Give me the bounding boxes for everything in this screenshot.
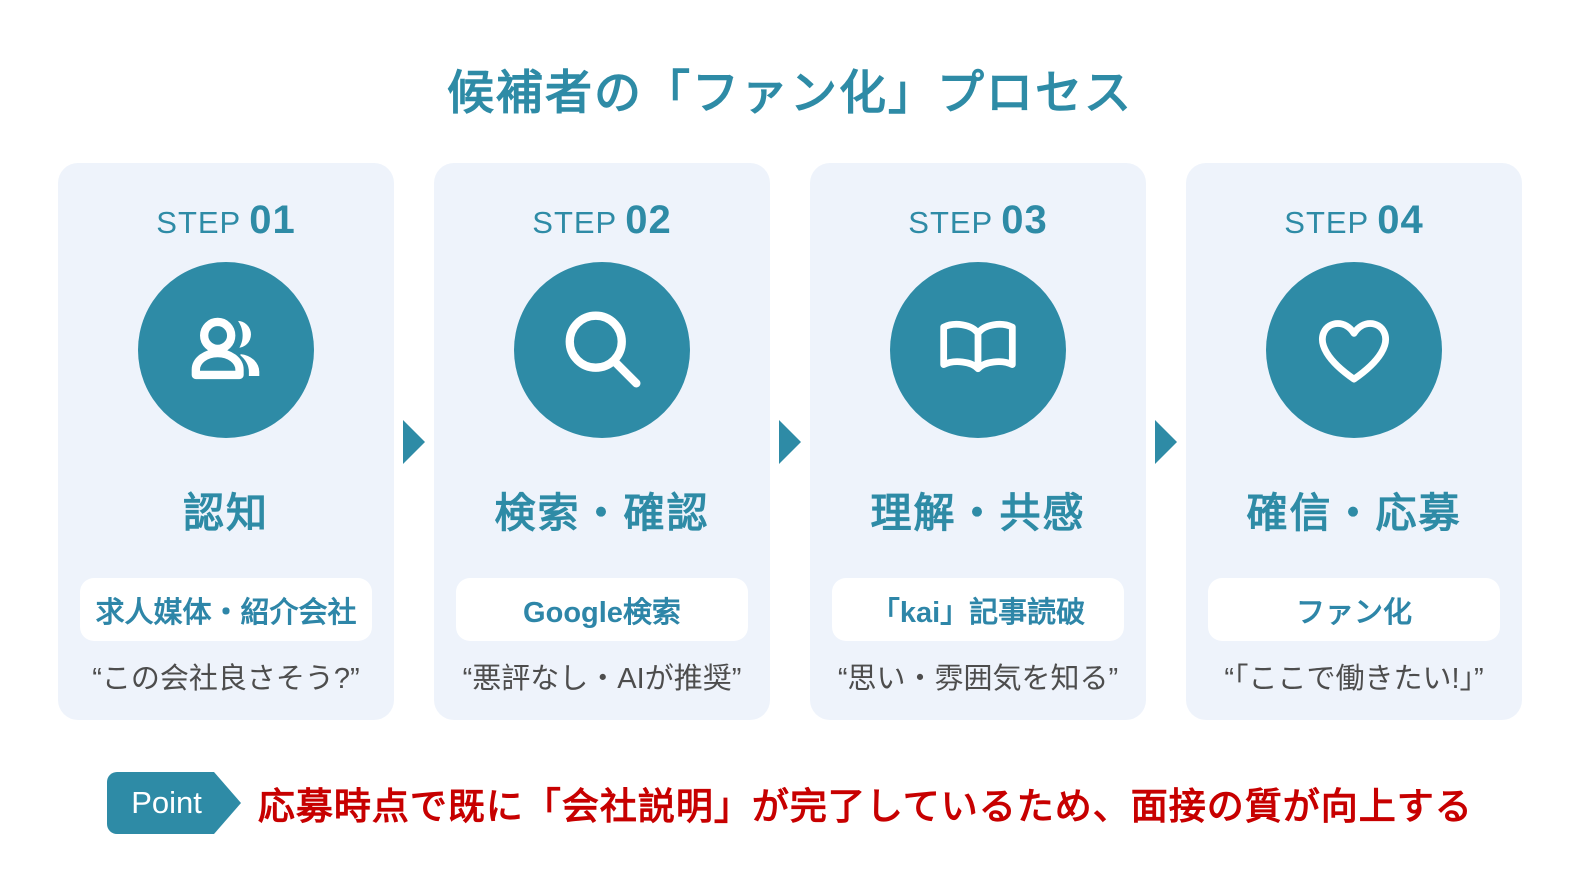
step-name-3: 理解・共感 [870, 490, 1086, 536]
step-quote-3: “思い・雰囲気を知る” [837, 663, 1119, 695]
search-icon [550, 298, 654, 402]
point-badge: Point [107, 772, 241, 834]
arrow-right-icon [779, 419, 801, 464]
step-number: 01 [249, 198, 296, 242]
step-quote-2: “悪評なし・AIが推奨” [462, 663, 742, 695]
step-icon-circle-3 [890, 262, 1066, 438]
step-badge-1: 求人媒体・紹介会社 [80, 578, 372, 641]
step-word: STEP [908, 205, 994, 240]
step-icon-circle-2 [514, 262, 690, 438]
step-badge-2: Google検索 [456, 578, 748, 641]
step-word: STEP [156, 205, 242, 240]
step-quote-4: “「ここで働きたい!」” [1224, 663, 1484, 695]
arrow-right-icon [1155, 419, 1177, 464]
step-number: 02 [625, 198, 672, 242]
arrow-right-icon [403, 419, 425, 464]
step-icon-circle-4 [1266, 262, 1442, 438]
book-icon [926, 298, 1030, 402]
step-badge-3: 「kai」記事読破 [832, 578, 1124, 641]
point-text: 応募時点で既に「会社説明」が完了しているため、面接の質が向上する [257, 786, 1473, 827]
step-name-4: 確信・応募 [1246, 490, 1462, 536]
step-name-2: 検索・確認 [494, 490, 710, 536]
step-icon-circle-1 [138, 262, 314, 438]
heart-icon [1302, 298, 1406, 402]
step-badge-4: ファン化 [1208, 578, 1500, 641]
point-callout: Point 応募時点で既に「会社説明」が完了しているため、面接の質が向上する [0, 772, 1580, 834]
step-word: STEP [1284, 205, 1370, 240]
people-icon [174, 298, 278, 402]
step-name-1: 認知 [183, 490, 269, 536]
page-title: 候補者の「ファン化」プロセス [447, 66, 1133, 119]
step-word: STEP [532, 205, 618, 240]
step-number: 03 [1001, 198, 1048, 242]
step-quote-1: “この会社良さそう?” [92, 663, 360, 695]
step-number: 04 [1377, 198, 1424, 242]
